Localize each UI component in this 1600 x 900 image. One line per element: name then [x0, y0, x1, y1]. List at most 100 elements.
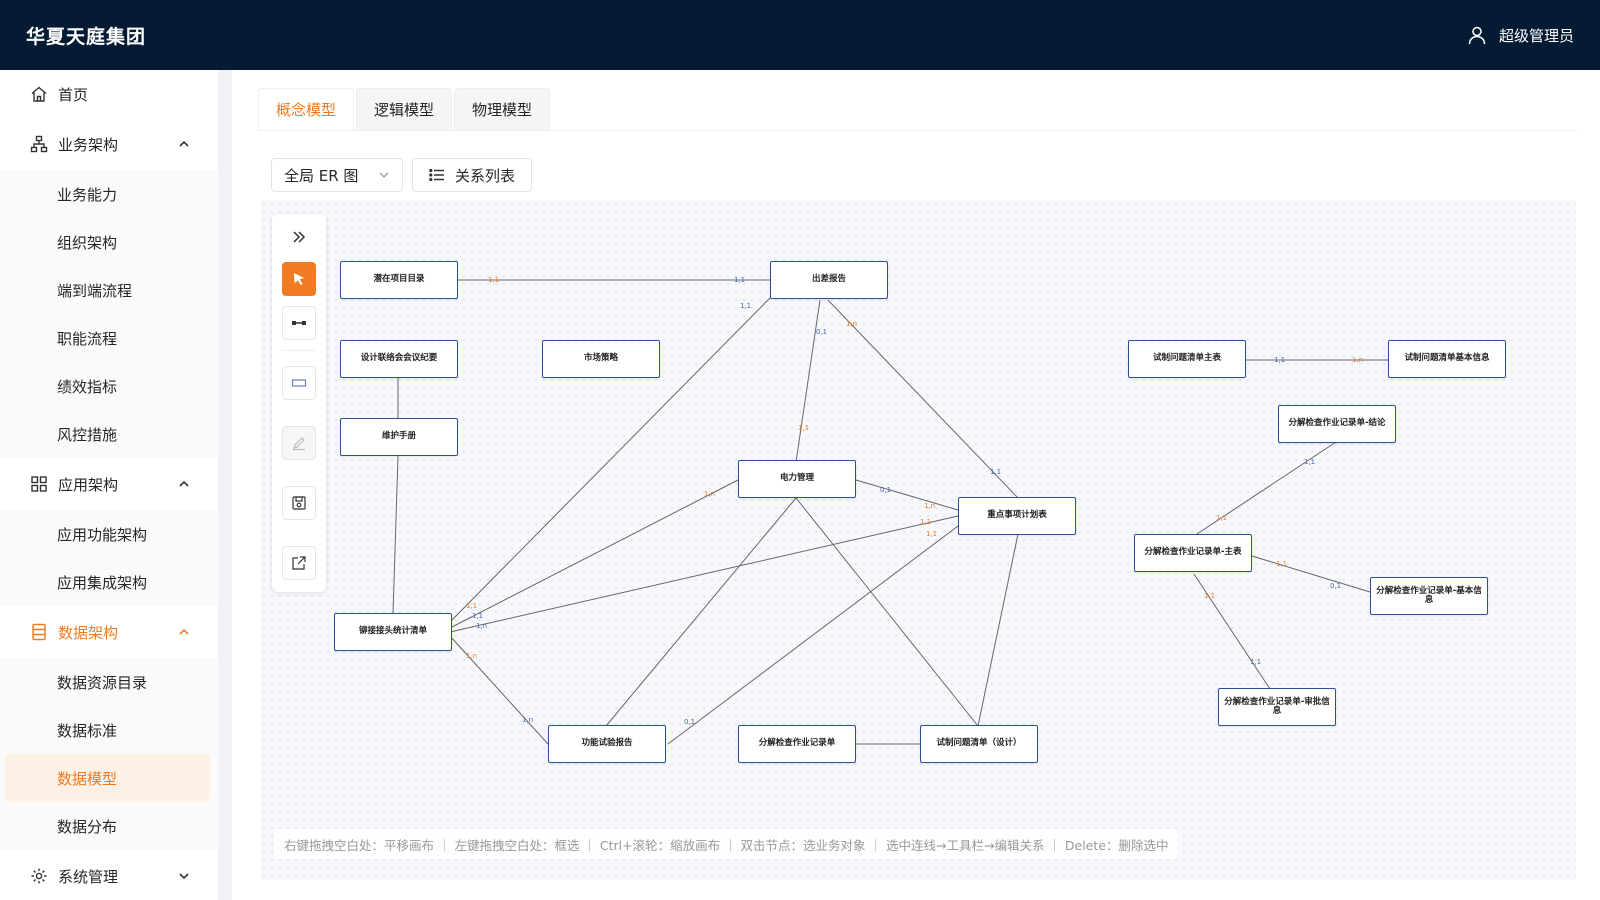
edge-n6-n7	[855, 479, 959, 511]
card-label: 1,1	[1274, 356, 1285, 364]
er-scope-select[interactable]: 全局 ER 图	[271, 158, 403, 192]
card-label: 1,1	[990, 468, 1001, 476]
er-node[interactable]: 试制问题清单主表	[1128, 340, 1246, 378]
palette-divider	[282, 350, 316, 351]
sidebar-item-kpi[interactable]: 绩效指标	[57, 377, 118, 396]
diagram-toolbar: 全局 ER 图 关系列表	[271, 158, 533, 192]
save-tool-button[interactable]	[282, 486, 316, 520]
er-node[interactable]: 潜在项目目录	[340, 261, 458, 299]
brand-title: 华夏天庭集团	[26, 25, 147, 48]
export-icon	[292, 556, 306, 570]
entity-tool-button[interactable]	[282, 366, 316, 400]
sidebar-item-organization[interactable]: 组织架构	[57, 233, 118, 252]
connector-tool-button[interactable]	[282, 306, 316, 340]
relation-list-button[interactable]: 关系列表	[412, 158, 533, 192]
card-label: 1,n	[704, 490, 715, 498]
sidebar-item-risk-control[interactable]: 风控措施	[57, 425, 118, 444]
edit-tool-button[interactable]	[282, 426, 316, 460]
relation-list-label: 关系列表	[455, 166, 516, 185]
sidebar-item-app-function[interactable]: 应用功能架构	[57, 525, 148, 544]
sidebar-group-label: 业务架构	[58, 135, 119, 154]
tab-divider	[258, 130, 1578, 131]
card-label: 1,n	[1352, 356, 1363, 364]
tab-logical-model[interactable]: 逻辑模型	[356, 88, 453, 130]
er-node[interactable]: 试制问题清单（设计）	[920, 725, 1038, 763]
card-label: 1,1	[920, 518, 931, 526]
tool-palette	[272, 214, 326, 592]
chevron-up-icon	[179, 480, 189, 487]
database-list-icon	[30, 623, 48, 641]
sidebar-item-data-standard[interactable]: 数据标准	[57, 721, 118, 740]
er-node[interactable]: 功能试验报告	[548, 725, 666, 763]
gear-icon	[30, 867, 48, 885]
er-node[interactable]: 市场策略	[542, 340, 660, 378]
sidebar-item-e2e-process[interactable]: 端到端流程	[57, 281, 133, 300]
er-canvas[interactable]: 1,1 1,1 1,1 0,1 1,n 1,1 1,1 1,n 0,1 1,n …	[260, 200, 1576, 880]
card-label: 1,1	[466, 602, 477, 610]
er-node[interactable]: 分解检查作业记录单-主表	[1134, 534, 1252, 572]
save-icon	[292, 496, 306, 510]
er-node[interactable]: 铆接接头统计清单	[334, 613, 452, 651]
edge-n2-n8	[449, 297, 771, 623]
er-node[interactable]: 分解检查作业记录单	[738, 725, 856, 763]
card-label: 1,n	[924, 502, 935, 510]
pointer-icon	[294, 273, 304, 285]
card-label: 1,1	[1216, 514, 1227, 522]
card-label: 1,1	[1276, 560, 1287, 568]
user-icon	[1468, 26, 1486, 45]
export-tool-button[interactable]	[282, 546, 316, 580]
card-label: 1,1	[472, 612, 483, 620]
card-label: 1,1	[488, 276, 499, 284]
list-icon	[429, 168, 444, 182]
er-node[interactable]: 重点事项计划表	[958, 497, 1076, 535]
er-scope-value: 全局 ER 图	[284, 166, 359, 185]
sidebar-item-home[interactable]: 首页	[0, 70, 218, 118]
sidebar-item-app-integration[interactable]: 应用集成架构	[57, 573, 148, 592]
er-node[interactable]: 维护手册	[340, 418, 458, 456]
sidebar-group-label: 数据架构	[58, 623, 119, 642]
edge-n7-n9	[667, 525, 959, 745]
card-label: 1,1	[740, 302, 751, 310]
card-label: 1,1	[1204, 592, 1215, 600]
edge-n14-n15	[1193, 441, 1337, 537]
edge-n15-n16	[1251, 555, 1371, 593]
sidebar-item-data-model[interactable]: 数据模型	[5, 754, 210, 802]
er-node[interactable]: 电力管理	[738, 460, 856, 498]
sidebar-group-system[interactable]: 系统管理	[0, 850, 218, 900]
sidebar-group-business[interactable]: 业务架构	[0, 118, 218, 170]
er-node[interactable]: 分解检查作业记录单-结论	[1278, 405, 1396, 443]
card-label: 1,1	[1250, 658, 1261, 666]
card-label: 1,1	[1304, 458, 1315, 466]
canvas-hint-bar: 右键拖拽空白处：平移画布 ｜ 左键拖拽空白处：框选 ｜ Ctrl+滚轮：缩放画布…	[274, 829, 1179, 859]
card-label: 0,1	[816, 328, 827, 336]
chevron-up-icon	[179, 140, 189, 147]
sidebar-group-label: 应用架构	[58, 475, 119, 494]
sidebar-item-business-capability[interactable]: 业务能力	[57, 185, 118, 204]
edge-n7-n8	[449, 515, 959, 633]
sidebar-item-label: 首页	[58, 85, 89, 104]
sidebar-sublist-data: 数据资源目录 数据标准 数据模型 数据分布	[0, 658, 218, 850]
sidebar-group-application[interactable]: 应用架构	[0, 458, 218, 510]
edge-n7-n11	[977, 533, 1019, 727]
tab-physical-model[interactable]: 物理模型	[454, 88, 551, 130]
org-chart-icon	[30, 135, 48, 153]
er-node[interactable]: 试制问题清单基本信息	[1388, 340, 1506, 378]
sidebar-group-data[interactable]: 数据架构	[0, 606, 218, 658]
sidebar-item-data-catalog[interactable]: 数据资源目录	[57, 673, 148, 692]
top-bar: 华夏天庭集团 超级管理员	[0, 0, 1600, 70]
card-label: 1,1	[734, 276, 745, 284]
user-name: 超级管理员	[1498, 26, 1574, 45]
tab-conceptual-model[interactable]: 概念模型	[258, 88, 355, 130]
er-node[interactable]: 分解检查作业记录单-基本信息	[1370, 577, 1488, 615]
er-node[interactable]: 分解检查作业记录单-审批信息	[1218, 688, 1336, 726]
edit-icon	[293, 437, 305, 451]
sidebar-item-data-distribution[interactable]: 数据分布	[57, 817, 118, 836]
expand-icon[interactable]	[290, 228, 308, 246]
card-label: 0,1	[1330, 582, 1341, 590]
er-node[interactable]: 设计联络会会议纪要	[340, 340, 458, 378]
er-node[interactable]: 出差报告	[770, 261, 888, 299]
user-menu[interactable]: 超级管理员	[1467, 25, 1574, 46]
sidebar-item-function-process[interactable]: 职能流程	[57, 329, 118, 348]
chevron-down-icon	[379, 172, 389, 178]
pointer-tool-button[interactable]	[282, 262, 316, 296]
